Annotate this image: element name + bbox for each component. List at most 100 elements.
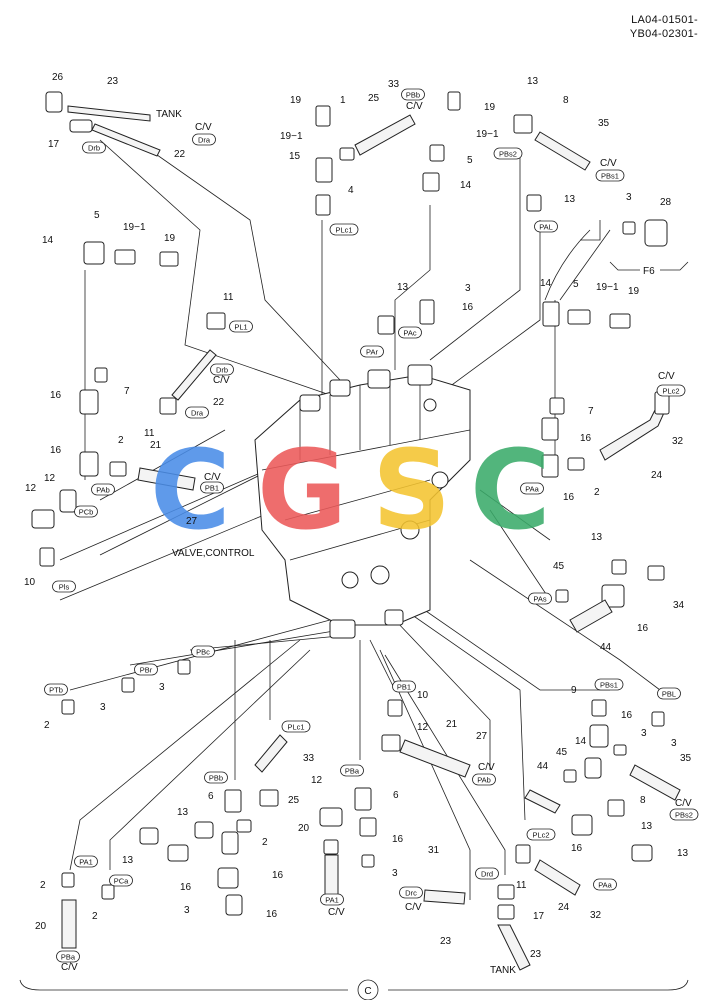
callout-c23c: 23 bbox=[530, 949, 542, 960]
port-tag-label: PBb bbox=[209, 774, 223, 783]
callout-c13b: 13 bbox=[564, 194, 576, 205]
port-tag-label: PAc bbox=[403, 329, 416, 338]
callout-c13e: 13 bbox=[177, 807, 189, 818]
callout-cv10: C/V bbox=[405, 902, 422, 913]
port-tag-label: PAs bbox=[533, 595, 546, 604]
callout-c21b: 21 bbox=[446, 719, 458, 730]
group-label: F6 bbox=[643, 266, 655, 277]
callout-c16e: 16 bbox=[563, 492, 575, 503]
callout-c14d: 14 bbox=[575, 736, 587, 747]
port-tag-t8: PL1 bbox=[229, 320, 253, 333]
callout-c10a: 10 bbox=[24, 577, 36, 588]
callout-c23b: 23 bbox=[440, 936, 452, 947]
port-tag-label: Drb bbox=[216, 366, 228, 375]
port-tag-t17: PAa bbox=[520, 482, 544, 495]
callout-c3e: 3 bbox=[641, 728, 647, 739]
watermark-letter-s: S bbox=[372, 426, 451, 554]
port-tag-label: PBs2 bbox=[499, 150, 517, 159]
port-tag-t32: PAa bbox=[593, 878, 617, 891]
callout-cv11: C/V bbox=[328, 907, 345, 918]
port-tag-t1: Drb bbox=[82, 141, 106, 154]
callout-c24a: 24 bbox=[651, 470, 663, 481]
port-tag-t14: PAb bbox=[91, 483, 115, 496]
port-tag-t38: PBa bbox=[56, 950, 80, 963]
port-tag-label: Drd bbox=[481, 870, 493, 879]
port-tag-label: Drb bbox=[88, 144, 100, 153]
callout-c2c: 2 bbox=[44, 720, 50, 731]
callout-c19c: 19 bbox=[164, 233, 176, 244]
f6-group-bracket: F6 bbox=[609, 261, 689, 277]
callout-c45b: 45 bbox=[556, 747, 568, 758]
port-tag-t2: Dra bbox=[192, 133, 216, 146]
port-tag-label: PTb bbox=[49, 686, 63, 695]
callout-c6b: 6 bbox=[393, 790, 399, 801]
callout-c1: 1 bbox=[340, 95, 346, 106]
port-tag-label: PBb bbox=[406, 91, 420, 100]
callout-c13f: 13 bbox=[122, 855, 134, 866]
callout-c16k: 16 bbox=[180, 882, 192, 893]
port-tag-t20: PTb bbox=[44, 683, 68, 696]
section-marker: C bbox=[19, 979, 689, 1000]
callout-c12d: 12 bbox=[311, 775, 323, 786]
callout-c2a: 2 bbox=[118, 435, 124, 446]
port-tag-t28: PBb bbox=[204, 771, 228, 784]
callout-c22b: 22 bbox=[213, 397, 225, 408]
callout-c9: 9 bbox=[571, 685, 577, 696]
port-tag-t25: PBL bbox=[657, 687, 681, 700]
callout-c25b: 25 bbox=[288, 795, 300, 806]
callout-c5a: 5 bbox=[467, 155, 473, 166]
callout-c13a: 13 bbox=[527, 76, 539, 87]
callout-c24b: 24 bbox=[558, 902, 570, 913]
callout-c20b: 20 bbox=[35, 921, 47, 932]
callout-c19-1a: 19−1 bbox=[280, 131, 303, 142]
port-tag-t9: PAc bbox=[398, 326, 422, 339]
callout-c26: 26 bbox=[52, 72, 64, 83]
port-tag-t31: PLc2 bbox=[526, 828, 556, 841]
callout-c27b: 27 bbox=[476, 731, 488, 742]
callout-c16l: 16 bbox=[266, 909, 278, 920]
callout-cv3: C/V bbox=[600, 158, 617, 169]
callout-c10b: 10 bbox=[417, 690, 429, 701]
callout-c4: 4 bbox=[348, 185, 354, 196]
port-tag-t24: PBs1 bbox=[594, 678, 624, 691]
callout-c2b: 2 bbox=[594, 487, 600, 498]
watermark-letter-g: G bbox=[257, 426, 347, 554]
port-tag-label: PAa bbox=[598, 881, 612, 890]
callout-c21a: 21 bbox=[150, 440, 162, 451]
callout-c11b: 11 bbox=[144, 428, 155, 439]
port-tag-t36: Drc bbox=[399, 886, 423, 899]
port-tag-t26: PLc1 bbox=[281, 720, 311, 733]
port-tag-t15: PB1 bbox=[200, 481, 224, 494]
callout-c34: 34 bbox=[673, 600, 685, 611]
port-tag-label: PA1 bbox=[325, 896, 339, 905]
port-tag-label: PLc2 bbox=[532, 831, 549, 840]
callout-c16a: 16 bbox=[462, 302, 474, 313]
callout-c3c: 3 bbox=[159, 682, 165, 693]
callout-cv5: C/V bbox=[204, 472, 221, 483]
callout-cv1: C/V bbox=[195, 122, 212, 133]
port-tag-t35: PA1 bbox=[320, 893, 344, 906]
port-tag-label: PBs1 bbox=[600, 681, 618, 690]
callout-c32a: 32 bbox=[672, 436, 684, 447]
callout-c17b: 17 bbox=[533, 911, 545, 922]
callout-c16f: 16 bbox=[637, 623, 649, 634]
callout-c15: 15 bbox=[289, 151, 301, 162]
port-tag-label: PLc2 bbox=[662, 387, 679, 396]
port-tag-t12: Dra bbox=[185, 406, 209, 419]
callout-c13g: 13 bbox=[641, 821, 653, 832]
port-tag-label: Drc bbox=[405, 889, 417, 898]
port-tag-t16: PCb bbox=[74, 505, 98, 518]
port-tag-t6: PAL bbox=[534, 220, 558, 233]
port-tag-label: PBa bbox=[345, 767, 360, 776]
port-tag-t18: Pls bbox=[52, 580, 76, 593]
callout-c12c: 12 bbox=[417, 722, 429, 733]
callout-c3h: 3 bbox=[184, 905, 190, 916]
callout-c16i: 16 bbox=[272, 870, 284, 881]
section-mark-letter: C bbox=[364, 986, 371, 997]
callout-c16g: 16 bbox=[621, 710, 633, 721]
callout-cv8: C/V bbox=[675, 798, 692, 809]
callout-c7b: 7 bbox=[588, 406, 594, 417]
port-tag-t11: Drb bbox=[210, 363, 234, 376]
callout-c17a: 17 bbox=[48, 139, 60, 150]
callout-c2f: 2 bbox=[92, 911, 98, 922]
